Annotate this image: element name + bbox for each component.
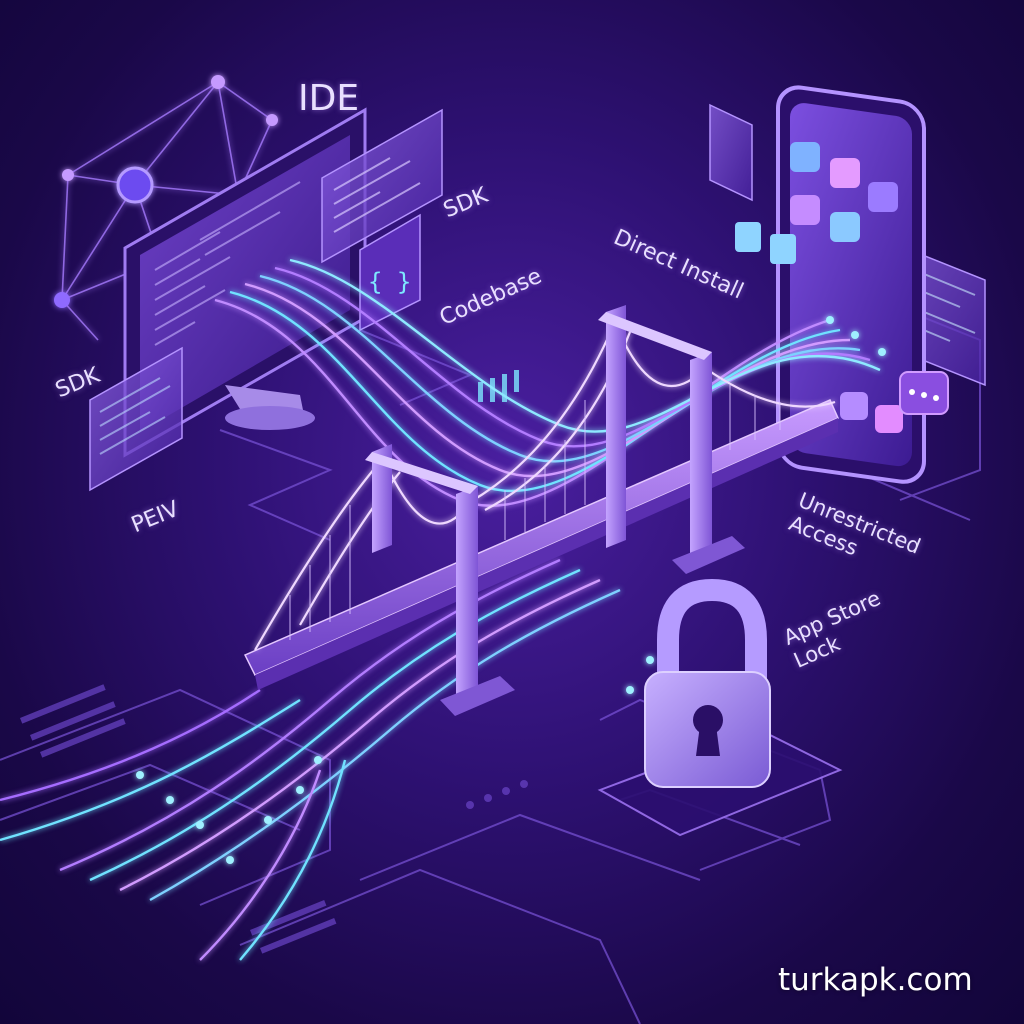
code-brace-glyph: { } <box>368 268 411 296</box>
suspension-bridge-icon <box>243 305 839 716</box>
ground-dashes <box>20 684 528 954</box>
padlock-icon <box>597 578 843 837</box>
ide-label: IDE <box>298 78 360 119</box>
network-graph-icon <box>54 75 278 341</box>
watermark-text: turkapk.com <box>778 962 973 998</box>
stream-endpoints <box>136 316 886 864</box>
app-grid-icon <box>735 142 949 433</box>
